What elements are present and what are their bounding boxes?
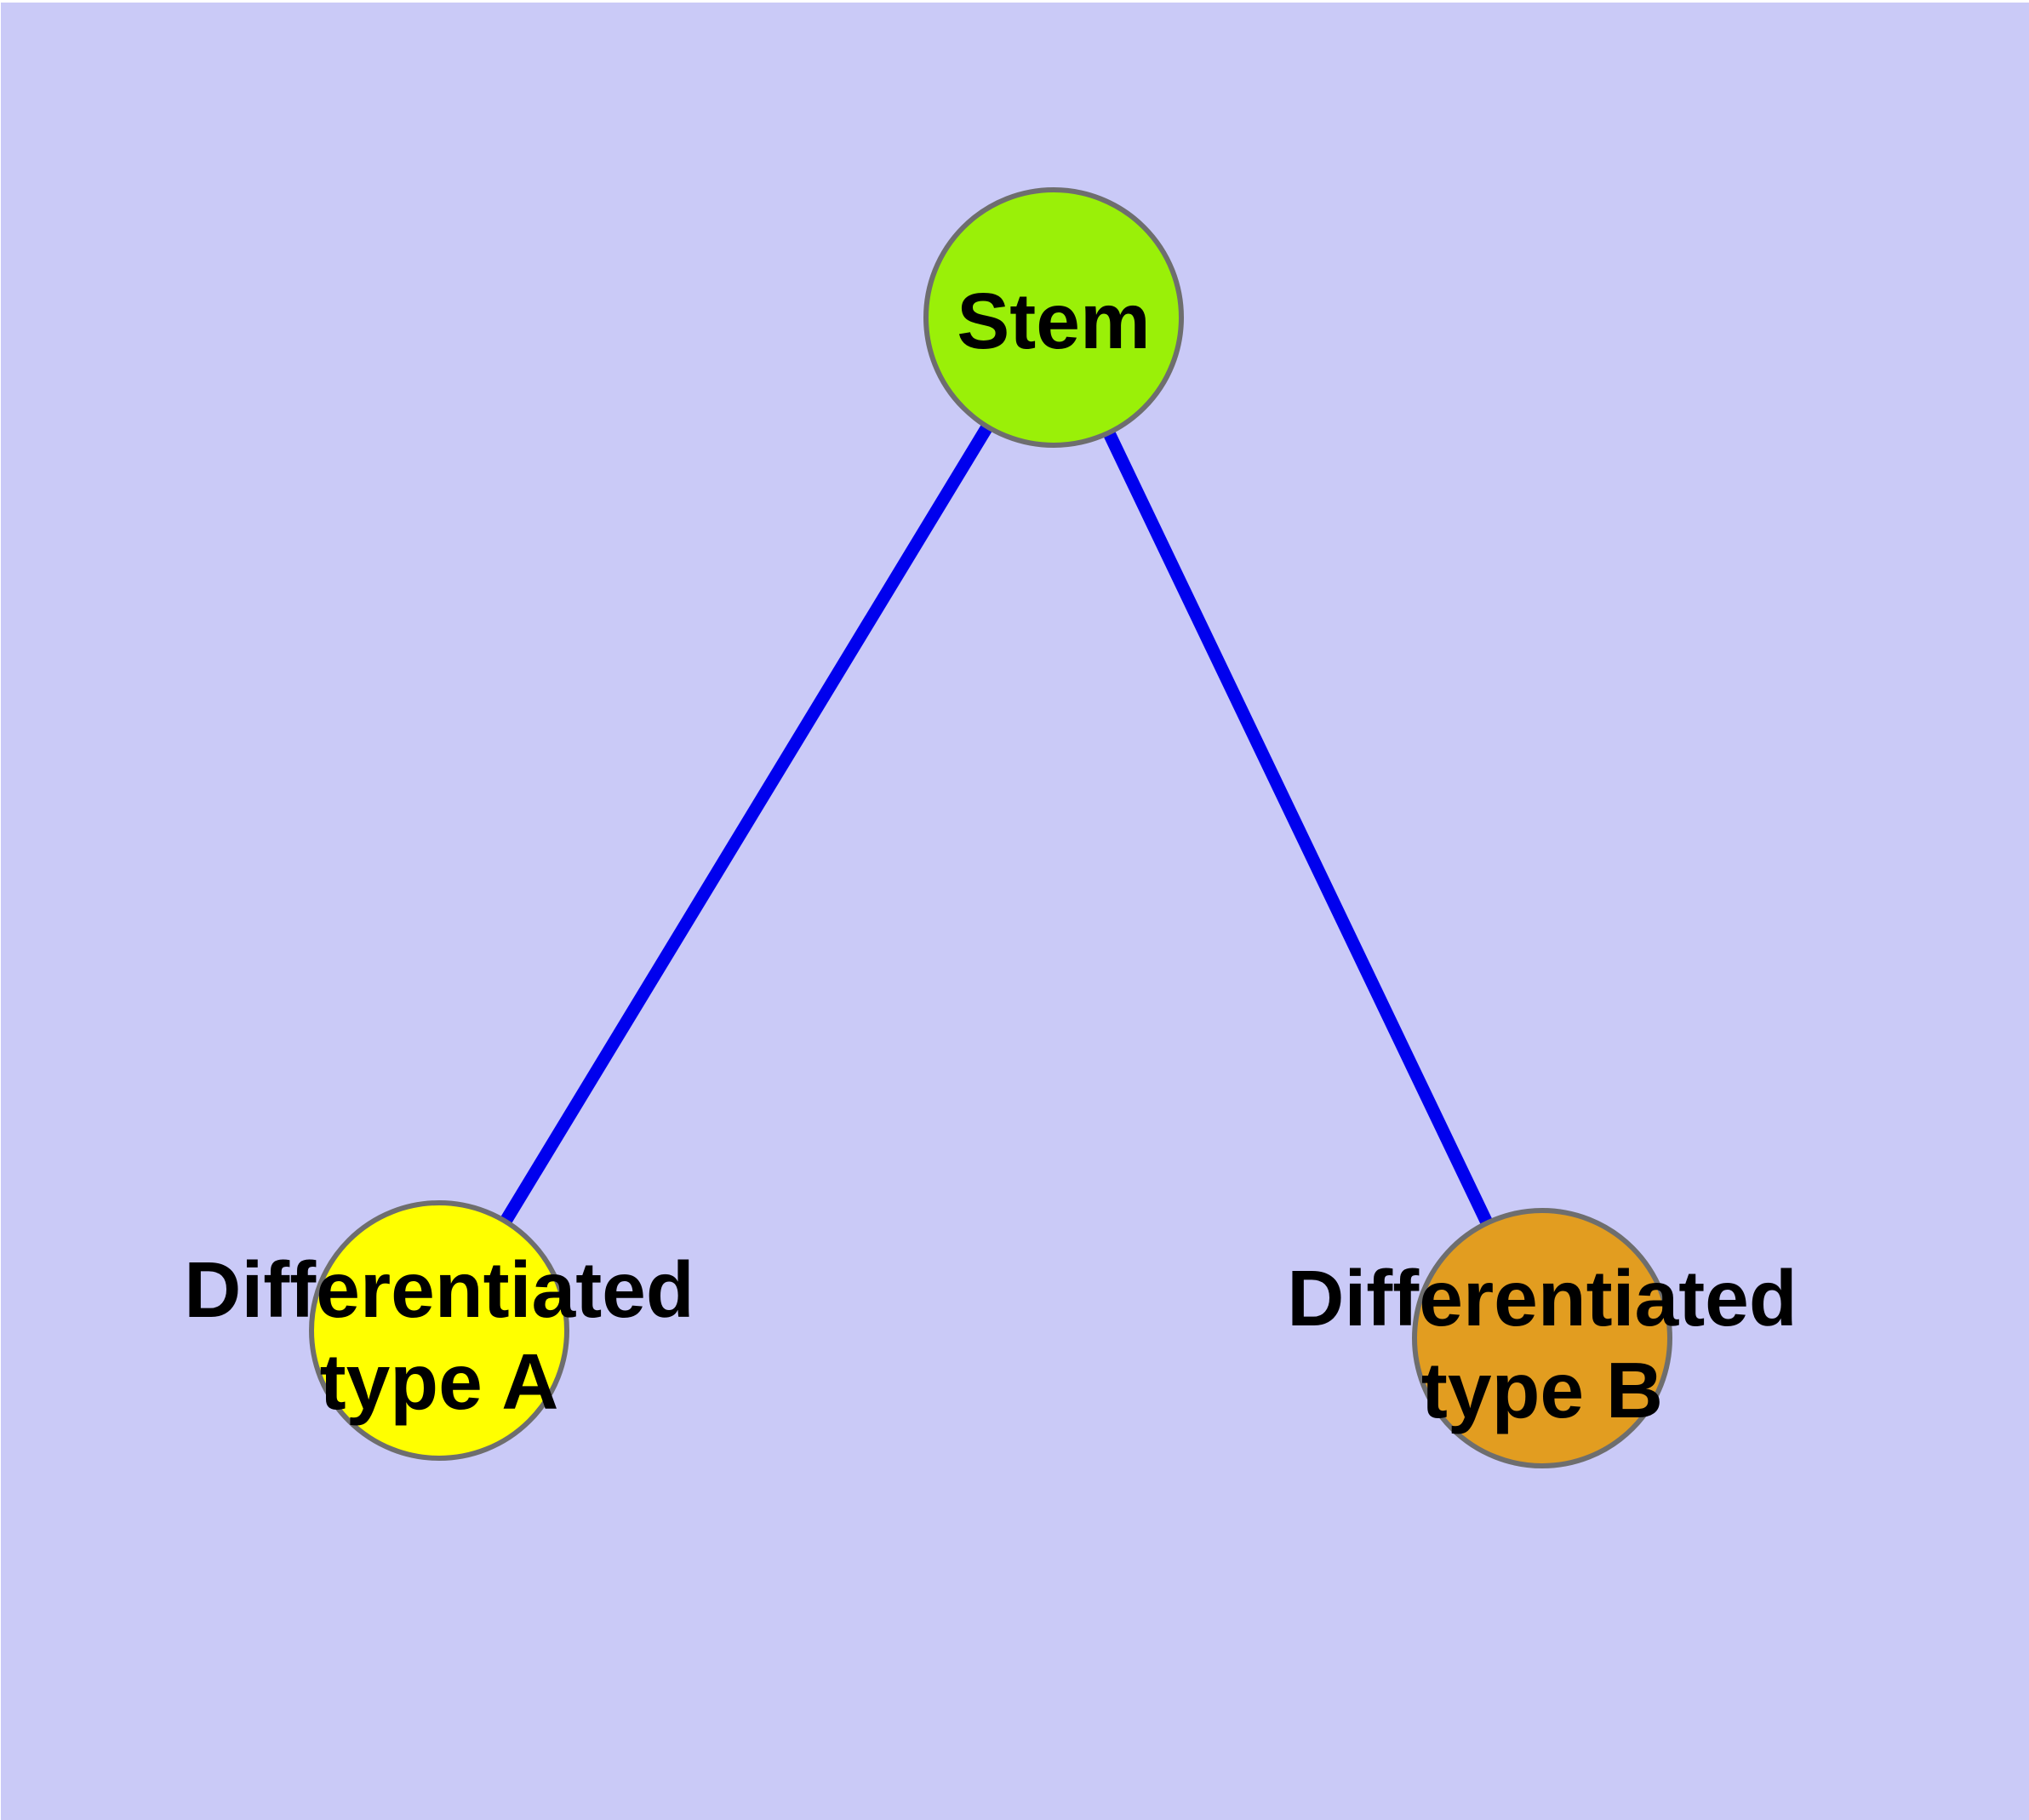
node-typeA-label-line1: Differentiated xyxy=(184,1245,694,1334)
label-layer: Stem Differentiated type A Differentiate… xyxy=(184,277,1797,1434)
edge-layer xyxy=(433,314,1548,1342)
edge-stem-to-typeB xyxy=(1048,314,1548,1342)
node-typeA-label: Differentiated type A xyxy=(184,1245,694,1426)
node-typeB-circle xyxy=(1412,1208,1672,1468)
node-typeB-label-line1: Differentiated xyxy=(1287,1254,1797,1342)
node-typeB-label-line2: type B xyxy=(1421,1346,1663,1434)
node-stem-circle xyxy=(923,187,1184,448)
node-typeB xyxy=(1412,1208,1672,1468)
node-layer xyxy=(309,187,1672,1468)
node-typeA-circle xyxy=(309,1200,569,1461)
node-stem-label: Stem xyxy=(957,277,1150,365)
node-typeB-label: Differentiated type B xyxy=(1287,1254,1797,1434)
node-typeA-label-line2: type A xyxy=(320,1337,559,1426)
edge-stem-to-typeA xyxy=(433,314,1060,1334)
node-stem xyxy=(923,187,1184,448)
node-typeA xyxy=(309,1200,569,1461)
